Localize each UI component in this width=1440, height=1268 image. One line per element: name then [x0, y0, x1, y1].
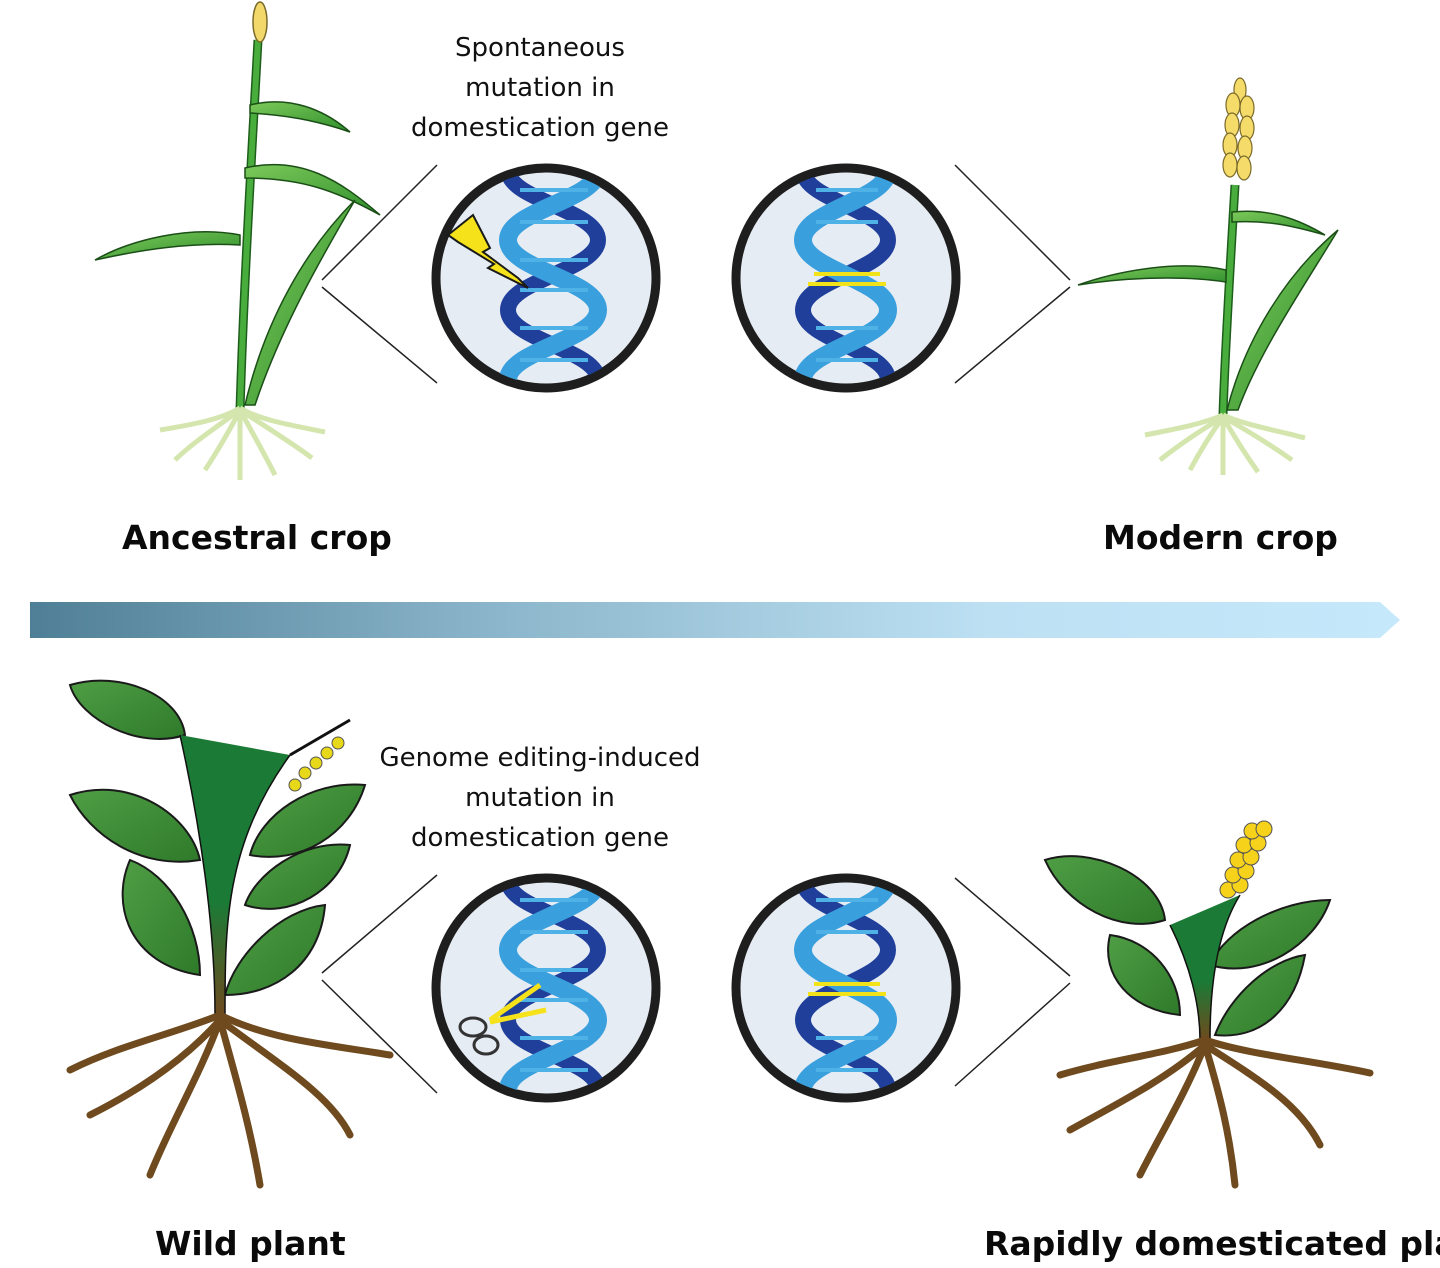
dna-lens-genome-editing	[431, 873, 661, 1103]
leaf	[1213, 953, 1307, 1037]
timeline-arrow	[30, 602, 1400, 638]
roots	[66, 1011, 394, 1189]
leaf	[249, 101, 351, 133]
zoom-bracket-right-top	[954, 164, 1071, 384]
grain-spike	[1222, 77, 1255, 181]
roots	[1056, 1036, 1374, 1189]
leaf	[1043, 855, 1167, 925]
bottom-caption-line-3: domestication gene	[411, 823, 669, 853]
ancestral-crop-label: Ancestral crop	[122, 518, 392, 557]
seeds	[288, 736, 345, 792]
top-caption-line-2: mutation in	[465, 73, 615, 103]
dna-lens-mutated-top	[731, 163, 961, 393]
roots	[1144, 412, 1306, 475]
leaf	[68, 679, 187, 740]
dna-lens-mutated-bottom	[731, 873, 961, 1103]
leaf	[121, 858, 202, 977]
dna-helix-icon	[793, 882, 898, 1092]
leaf	[1226, 229, 1339, 411]
domesticated-plant-illustration	[1043, 820, 1374, 1189]
wild-plant-illustration	[66, 679, 394, 1189]
zoom-bracket-right-bottom	[954, 877, 1071, 1087]
leaf	[244, 199, 356, 406]
dna-helix-icon	[498, 172, 608, 384]
dna-lens-spontaneous	[431, 163, 661, 393]
leaf	[1231, 210, 1326, 236]
ancestral-crop-illustration	[94, 1, 381, 480]
bottom-caption-line-1: Genome editing-induced	[379, 743, 701, 773]
leaf	[68, 788, 202, 863]
leaf	[1107, 933, 1182, 1017]
zoom-bracket-left-top	[321, 164, 438, 384]
leaf	[1077, 265, 1227, 286]
lightning-bolt-icon	[446, 213, 529, 289]
bottom-caption-line-2: mutation in	[465, 783, 615, 813]
leaf	[244, 163, 381, 216]
grain-spike	[252, 1, 268, 43]
leaf	[248, 783, 367, 858]
mutated-base-pair	[808, 272, 886, 286]
bottom-caption: Genome editing-induced mutation in domes…	[350, 738, 730, 858]
wild-plant-label: Wild plant	[155, 1224, 346, 1263]
seed-cluster	[1219, 820, 1273, 899]
modern-crop-illustration	[1077, 77, 1339, 475]
top-caption: Spontaneous mutation in domestication ge…	[380, 28, 700, 148]
dna-helix-icon	[793, 172, 898, 382]
roots	[159, 405, 326, 480]
zoom-bracket-left-bottom	[321, 874, 438, 1094]
leaf	[243, 843, 352, 910]
scissors-icon	[458, 982, 547, 1056]
modern-crop-label: Modern crop	[1103, 518, 1338, 557]
top-caption-line-3: domestication gene	[411, 113, 669, 143]
rapidly-domesticated-plant-label: Rapidly domesticated plant	[984, 1224, 1440, 1263]
dna-helix-icon	[498, 882, 608, 1092]
mutated-base-pair	[808, 982, 886, 996]
leaf	[94, 231, 241, 261]
leaf	[223, 903, 327, 997]
top-caption-line-1: Spontaneous	[455, 33, 625, 63]
